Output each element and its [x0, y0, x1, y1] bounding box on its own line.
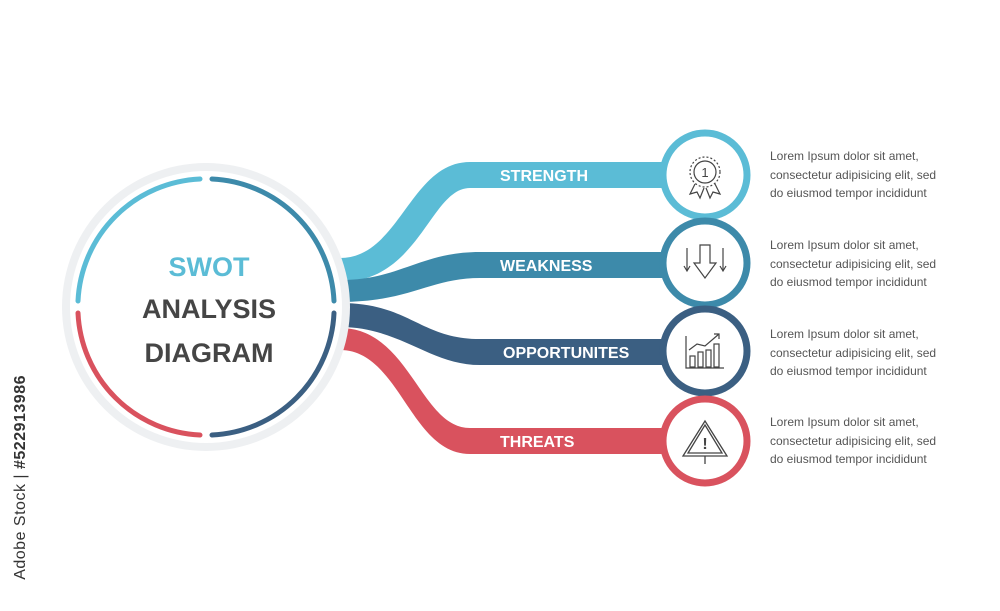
- weakness-node: [659, 217, 751, 309]
- main-arc-strength: [75, 176, 203, 304]
- title-analysis: ANALYSIS: [141, 294, 277, 324]
- title-diagram: DIAGRAM: [144, 338, 274, 368]
- threats-description: Lorem Ipsum dolor sit amet,consectetur a…: [770, 415, 937, 466]
- opportunities-label: OPPORTUNITES: [503, 345, 630, 362]
- main-arc-weakness: [209, 176, 337, 304]
- strength-label: STRENGTH: [500, 168, 588, 185]
- weakness-description: Lorem Ipsum dolor sit amet,consectetur a…: [770, 238, 937, 289]
- main-circle: [70, 171, 342, 443]
- opportunities-ribbon: [340, 303, 670, 365]
- threats-label: THREATS: [500, 434, 575, 451]
- main-arc-threats: [75, 310, 203, 438]
- svg-text:!: !: [702, 436, 707, 453]
- opportunities-description: Lorem Ipsum dolor sit amet,consectetur a…: [770, 327, 937, 378]
- warning-icon: !: [681, 419, 729, 464]
- strength-ribbon: [340, 162, 670, 282]
- opportunities-node: [659, 305, 751, 397]
- growth-chart-icon: [685, 333, 724, 369]
- strength-description: Lorem Ipsum dolor sit amet,consectetur a…: [770, 149, 937, 200]
- svg-text:1: 1: [701, 165, 708, 180]
- threats-ribbon: [340, 328, 670, 454]
- stock-watermark-label: Adobe Stock | #522913986: [12, 375, 29, 580]
- title-swot: SWOT: [168, 252, 250, 282]
- strength-node: 1: [659, 129, 751, 221]
- threats-node: !: [659, 395, 751, 487]
- main-arc-opportunities: [209, 310, 337, 438]
- weakness-ribbon: [340, 252, 670, 302]
- weakness-label: WEAKNESS: [500, 258, 593, 275]
- down-arrows-icon: [683, 244, 727, 280]
- medal-icon: 1: [688, 156, 722, 200]
